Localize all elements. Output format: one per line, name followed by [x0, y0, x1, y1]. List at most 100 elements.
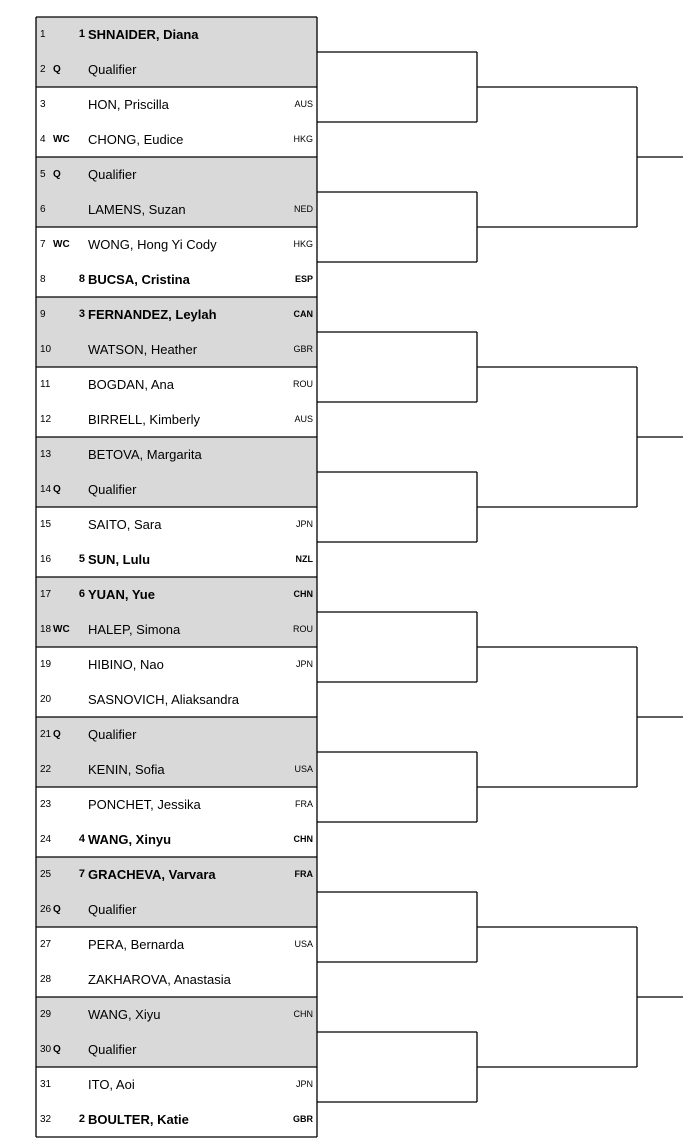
player-nationality: AUS [294, 414, 313, 424]
player-name: BETOVA, Margarita [88, 447, 202, 462]
player-name: SAITO, Sara [88, 517, 162, 532]
draw-position-number: 1 [40, 29, 46, 40]
seed-number: 4 [78, 833, 85, 845]
player-name: SHNAIDER, Diana [88, 27, 199, 42]
entry-status: Q [53, 729, 61, 740]
entry-status: Q [53, 484, 61, 495]
draw-position-number: 11 [40, 379, 51, 390]
player-name: ZAKHAROVA, Anastasia [88, 972, 231, 987]
seed-number: 2 [78, 1113, 85, 1125]
player-name: BUCSA, Cristina [88, 272, 190, 287]
entry-status: Q [53, 169, 61, 180]
player-nationality: USA [294, 939, 313, 949]
player-name: FERNANDEZ, Leylah [88, 307, 217, 322]
draw-row: 23 PONCHET, Jessika FRA [36, 787, 317, 822]
entry-status: WC [53, 624, 70, 635]
player-nationality: AUS [294, 99, 313, 109]
player-nationality: NZL [295, 554, 314, 564]
player-name: WANG, Xinyu [88, 832, 172, 847]
player-nationality: JPN [295, 519, 313, 529]
player-name: LAMENS, Suzan [88, 202, 186, 217]
draw-position-number: 31 [40, 1079, 52, 1090]
player-nationality: NED [293, 204, 313, 214]
draw-row: 27 PERA, Bernarda USA [36, 927, 317, 962]
player-name: PERA, Bernarda [88, 937, 185, 952]
seed-number: 3 [78, 308, 85, 320]
player-nationality: CAN [293, 309, 314, 319]
player-name: BOULTER, Katie [88, 1112, 189, 1127]
player-name: Qualifier [88, 167, 137, 182]
draw-position-number: 23 [40, 799, 52, 810]
player-name: PONCHET, Jessika [88, 797, 201, 812]
player-name: WANG, Xiyu [88, 1007, 161, 1022]
player-name: BIRRELL, Kimberly [88, 412, 200, 427]
draw-position-number: 28 [40, 974, 52, 985]
draw-position-number: 21 [40, 729, 52, 740]
draw-position-number: 15 [40, 519, 52, 530]
entry-status: Q [53, 904, 61, 915]
draw-position-number: 17 [40, 589, 52, 600]
entry-status: Q [53, 1044, 61, 1055]
player-nationality: HKG [293, 134, 313, 144]
draw-position-number: 3 [40, 99, 46, 110]
draw-position-number: 18 [40, 624, 52, 635]
player-nationality: GBR [293, 344, 313, 354]
draw-position-number: 7 [40, 239, 46, 250]
player-name: Qualifier [88, 62, 137, 77]
player-name: KENIN, Sofia [88, 762, 165, 777]
player-nationality: FRA [294, 869, 314, 879]
player-nationality: JPN [295, 1079, 313, 1089]
player-name: Qualifier [88, 727, 137, 742]
draw-position-number: 27 [40, 939, 52, 950]
seed-number: 1 [78, 28, 85, 40]
entry-status: WC [53, 134, 70, 145]
draw-position-number: 10 [40, 344, 52, 355]
draw-position-number: 9 [40, 309, 46, 320]
player-nationality: CHN [293, 1009, 314, 1019]
draw-row: 10 WATSON, Heather GBR [36, 332, 317, 367]
draw-position-number: 13 [40, 449, 52, 460]
player-name: WONG, Hong Yi Cody [88, 237, 217, 252]
player-name: HON, Priscilla [88, 97, 169, 112]
player-nationality: USA [294, 764, 313, 774]
seed-number: 8 [78, 273, 85, 285]
player-name: YUAN, Yue [88, 587, 155, 602]
draw-position-number: 25 [40, 869, 52, 880]
draw-row: 13 BETOVA, Margarita [36, 437, 317, 472]
player-nationality: GBR [293, 1114, 313, 1124]
draw-position-number: 30 [40, 1044, 52, 1055]
player-nationality: ROU [293, 379, 313, 389]
player-name: WATSON, Heather [88, 342, 198, 357]
draw-position-number: 22 [40, 764, 52, 775]
player-name: SASNOVICH, Aliaksandra [88, 692, 240, 707]
player-nationality: ROU [293, 624, 313, 634]
player-nationality: ESP [294, 274, 313, 284]
entry-status: WC [53, 239, 70, 250]
player-nationality: FRA [295, 799, 313, 809]
player-nationality: CHN [293, 589, 314, 599]
player-name: CHONG, Eudice [88, 132, 184, 147]
player-name: Qualifier [88, 482, 137, 497]
draw-position-number: 26 [40, 904, 52, 915]
draw-row: 28 ZAKHAROVA, Anastasia [36, 962, 317, 997]
